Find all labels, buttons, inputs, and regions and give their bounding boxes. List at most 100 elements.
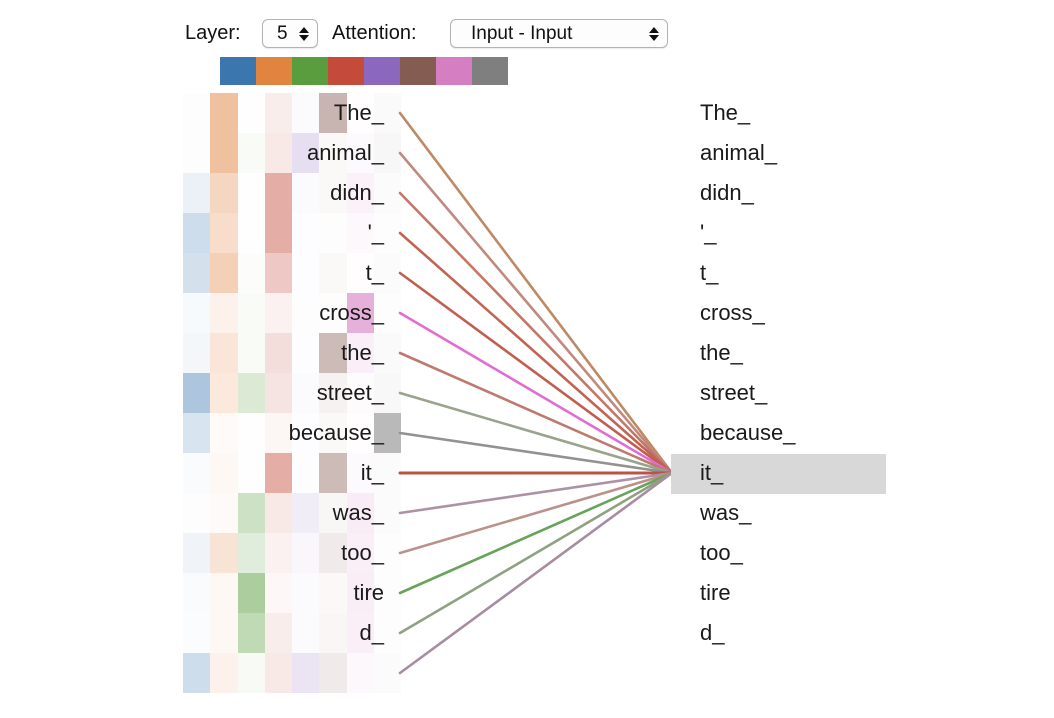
attention-cell <box>237 533 265 573</box>
right-token-because_[interactable]: because_ <box>700 420 796 445</box>
attention-cell <box>346 653 374 693</box>
attention-cell <box>183 213 211 253</box>
attention-cell <box>237 293 265 333</box>
attention-cell <box>210 373 238 413</box>
stepper-arrows-icon <box>299 26 309 41</box>
attention-cell <box>319 613 347 653</box>
head-color-square-5[interactable] <box>364 57 400 85</box>
attention-line <box>398 111 674 475</box>
attention-cell <box>264 93 292 133</box>
attention-cell <box>264 373 292 413</box>
attention-line <box>398 471 674 555</box>
right-token-tire[interactable]: tire <box>700 580 731 605</box>
attention-cell <box>210 453 238 493</box>
attention-cell <box>346 173 374 213</box>
attention-cell <box>373 333 401 373</box>
attention-line <box>398 311 674 475</box>
right-token-The_[interactable]: The_ <box>700 100 751 125</box>
left-token-cross_[interactable]: cross_ <box>319 300 384 325</box>
attention-cell <box>346 293 374 333</box>
head-color-square-2[interactable] <box>256 57 292 85</box>
attention-line <box>398 431 674 475</box>
attention-cell <box>210 173 238 213</box>
attention-cell <box>319 453 347 493</box>
left-token-the_[interactable]: the_ <box>341 340 384 365</box>
right-token-too_[interactable]: too_ <box>700 540 743 565</box>
head-color-square-4[interactable] <box>328 57 364 85</box>
head-color-square-8[interactable] <box>472 57 508 85</box>
head-color-square-3[interactable] <box>292 57 328 85</box>
attention-cell <box>183 293 211 333</box>
right-token-was_[interactable]: was_ <box>700 500 752 525</box>
right-token-street_[interactable]: street_ <box>700 380 768 405</box>
right-token-_[interactable]: '_ <box>700 220 717 245</box>
right-token-column: The_ animal_ didn_ '_ t_ cross_ the_ street_bec… <box>700 93 920 693</box>
left-token-didn_[interactable]: didn_ <box>330 180 384 205</box>
attention-cell <box>319 253 347 293</box>
layer-select-value: 5 <box>277 22 288 44</box>
left-token-t_[interactable]: t_ <box>365 260 384 285</box>
attention-cell <box>210 333 238 373</box>
left-token-tire[interactable]: tire <box>353 580 384 605</box>
attention-cell <box>319 173 347 213</box>
right-token-t_[interactable]: t_ <box>700 260 719 285</box>
attention-cell <box>264 493 292 533</box>
attention-cell <box>373 373 401 413</box>
attention-line <box>398 151 674 475</box>
attention-line <box>398 471 674 595</box>
right-token-the_[interactable]: the_ <box>700 340 743 365</box>
right-token-cross_[interactable]: cross_ <box>700 300 765 325</box>
attention-cell <box>183 653 211 693</box>
head-color-square-6[interactable] <box>400 57 436 85</box>
left-token-because_[interactable]: because_ <box>288 420 384 445</box>
left-token-animal_[interactable]: animal_ <box>306 140 384 165</box>
attention-cell <box>210 653 238 693</box>
attention-cell <box>319 493 347 533</box>
attention-cell <box>346 573 374 613</box>
attention-cell <box>210 213 238 253</box>
left-token-The_[interactable]: The_ <box>333 100 384 125</box>
attention-cell <box>346 133 374 173</box>
attention-cell <box>346 333 374 373</box>
attention-cell <box>264 653 292 693</box>
attention-cell <box>319 373 347 413</box>
attention-cell <box>183 173 211 213</box>
attention-cell <box>346 493 374 533</box>
attention-line <box>398 191 674 475</box>
right-token-animal_[interactable]: animal_ <box>700 140 778 165</box>
attention-cell <box>210 413 238 453</box>
attention-cell <box>292 133 320 173</box>
left-token-too_[interactable]: too_ <box>341 540 384 565</box>
attention-line <box>398 471 674 635</box>
stepper-arrows-icon <box>649 26 659 41</box>
attention-cell <box>319 93 347 133</box>
attention-heatmap <box>183 93 401 693</box>
attention-cell <box>319 573 347 613</box>
layer-label: Layer: <box>185 22 241 44</box>
left-token-street_[interactable]: street_ <box>316 380 384 405</box>
attention-cell <box>210 253 238 293</box>
attention-cell <box>292 653 320 693</box>
left-token-d_[interactable]: d_ <box>359 620 384 645</box>
attention-select[interactable]: Input - Input <box>450 19 668 48</box>
left-token-it_[interactable]: it_ <box>360 460 384 485</box>
attention-line <box>398 471 674 675</box>
attention-cell <box>319 133 347 173</box>
right-token-didn_[interactable]: didn_ <box>700 180 754 205</box>
right-token-it_[interactable]: it_ <box>700 460 724 485</box>
attention-cell <box>264 173 292 213</box>
head-color-square-1[interactable] <box>220 57 256 85</box>
attention-cell <box>319 533 347 573</box>
head-color-square-7[interactable] <box>436 57 472 85</box>
layer-select[interactable]: 5 <box>262 19 318 48</box>
attention-cell <box>346 613 374 653</box>
attention-label: Attention: <box>332 22 417 44</box>
attention-cell <box>264 533 292 573</box>
attention-cell <box>210 573 238 613</box>
left-token-was_[interactable]: was_ <box>332 500 384 525</box>
left-token-_[interactable]: '_ <box>367 220 384 245</box>
attention-line <box>398 351 674 475</box>
right-token-d_[interactable]: d_ <box>700 620 725 645</box>
attention-cell <box>264 453 292 493</box>
attention-cell <box>237 133 265 173</box>
